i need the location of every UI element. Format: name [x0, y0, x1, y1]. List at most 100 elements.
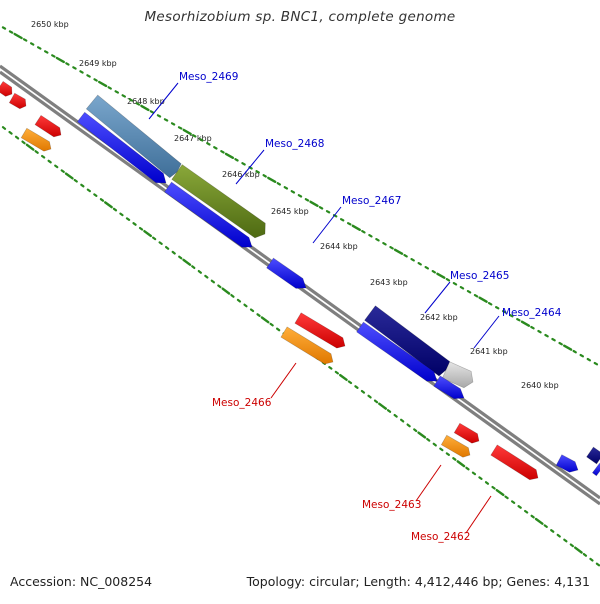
lower-scale-tick [276, 327, 281, 332]
upper-scale-tick [267, 176, 277, 184]
gene-feature-forward [76, 111, 167, 184]
gene-feature-meso-2464 [441, 361, 474, 389]
lower-scale-tick [534, 517, 544, 525]
upper-scale-tick [97, 80, 108, 88]
gene-feature-meso-2468 [171, 164, 266, 239]
gene-leader-line-meso-2469 [148, 82, 179, 120]
lower-scale-tick [143, 229, 153, 238]
upper-scale-tick [410, 258, 415, 262]
gene-label-meso-2465[interactable]: Meso_2465 [450, 270, 509, 282]
upper-scale-tick [436, 272, 446, 279]
upper-scale-tick [234, 158, 239, 162]
lower-scale-tick [197, 270, 202, 274]
lower-scale-tick [269, 322, 274, 327]
lower-scale-tick [40, 154, 46, 159]
lower-scale-tick [432, 442, 437, 447]
lower-scale-tick [339, 373, 348, 381]
kbp-scale-label: 2642 kbp [420, 313, 458, 322]
lower-scale-tick [132, 222, 137, 226]
lower-scale-tick [191, 265, 196, 269]
upper-scale-tick [156, 114, 162, 118]
upper-scale-tick [544, 333, 549, 338]
gene-label-meso-2462[interactable]: Meso_2462 [411, 531, 470, 543]
upper-scale-tick [579, 353, 585, 358]
genome-summary-text: Topology: circular; Length: 4,412,446 bp… [246, 574, 590, 589]
lower-scale-tick [569, 543, 575, 548]
upper-scale-tick [551, 337, 556, 342]
gene-leader-line-meso-2467 [312, 206, 342, 244]
upper-scale-tick [563, 344, 573, 351]
lower-scale-tick [125, 217, 131, 221]
upper-scale-tick [340, 218, 345, 222]
lower-scale-tick [47, 159, 52, 164]
gene-label-meso-2466[interactable]: Meso_2466 [212, 397, 272, 409]
lower-scale-tick [426, 437, 431, 442]
lower-scale-tick [236, 298, 242, 303]
upper-scale-tick [13, 32, 23, 40]
upper-scale-tick [309, 200, 319, 208]
upper-scale-tick [114, 90, 120, 94]
lower-scale-tick [112, 207, 118, 212]
lower-scale-tick [510, 500, 516, 504]
lower-scale-tick [256, 313, 261, 317]
upper-scale-tick [93, 78, 98, 82]
gene-label-meso-2468[interactable]: Meso_2468 [265, 138, 324, 150]
lower-scale-tick [393, 413, 398, 418]
upper-scale-tick [128, 98, 134, 102]
upper-scale-tick [177, 126, 183, 130]
lower-scale-tick [478, 476, 483, 480]
lower-scale-tick [491, 485, 496, 490]
gene-feature-forward [586, 446, 600, 465]
upper-scale-tick [290, 190, 296, 194]
gene-leader-line-meso-2465 [424, 281, 451, 314]
lower-scale-tick [582, 552, 588, 557]
gene-feature-reverse [34, 114, 62, 138]
lower-scale-tick [165, 246, 170, 250]
kbp-scale-label: 2644 kbp [320, 242, 358, 251]
lower-scale-tick [445, 452, 450, 456]
gene-feature-reverse [453, 422, 480, 444]
upper-scale-tick [170, 122, 176, 126]
gene-feature-reverse [8, 92, 27, 110]
lower-scale-tick [484, 481, 490, 485]
upper-scale-tick [318, 206, 324, 210]
lower-scale-tick [354, 385, 359, 389]
gene-feature-meso-2462 [490, 444, 539, 481]
lower-scale-tick [556, 533, 561, 538]
gene-label-meso-2463[interactable]: Meso_2463 [362, 499, 421, 511]
gene-leader-line-meso-2463 [415, 464, 442, 502]
lower-scale-tick [367, 394, 372, 399]
upper-scale-tick [36, 46, 42, 50]
upper-scale-tick [375, 238, 380, 242]
lower-scale-tick [54, 164, 59, 169]
upper-scale-tick [297, 194, 303, 198]
gene-label-meso-2467[interactable]: Meso_2467 [342, 195, 401, 207]
upper-scale-tick [22, 38, 28, 42]
lower-scale-tick [378, 402, 387, 410]
gene-label-meso-2469[interactable]: Meso_2469 [179, 71, 238, 83]
gene-label-meso-2464[interactable]: Meso_2464 [502, 307, 562, 319]
upper-scale-tick [107, 86, 112, 90]
gene-feature-forward [591, 462, 600, 477]
lower-scale-tick [138, 226, 144, 231]
lower-scale-tick [517, 505, 522, 509]
kbp-scale-label: 2643 kbp [370, 278, 408, 287]
lower-scale-tick [60, 169, 65, 173]
upper-scale-tick [572, 349, 577, 354]
lower-scale-tick [103, 201, 113, 209]
upper-scale-tick [79, 70, 84, 74]
lower-scale-tick [230, 294, 235, 298]
lower-scale-tick [334, 370, 339, 375]
upper-scale-tick [65, 62, 70, 66]
gene-leader-line-meso-2468 [235, 149, 265, 185]
lower-scale-tick [523, 509, 529, 514]
lower-scale-tick [504, 495, 509, 500]
gene-feature-forward [164, 181, 253, 248]
lower-scale-tick [471, 471, 477, 476]
lower-scale-tick [373, 399, 379, 404]
gene-feature-reverse [20, 127, 52, 152]
lower-scale-tick [80, 183, 85, 188]
upper-scale-tick [537, 329, 542, 334]
gene-feature-meso-2469 [85, 94, 182, 179]
upper-scale-tick [72, 66, 77, 70]
